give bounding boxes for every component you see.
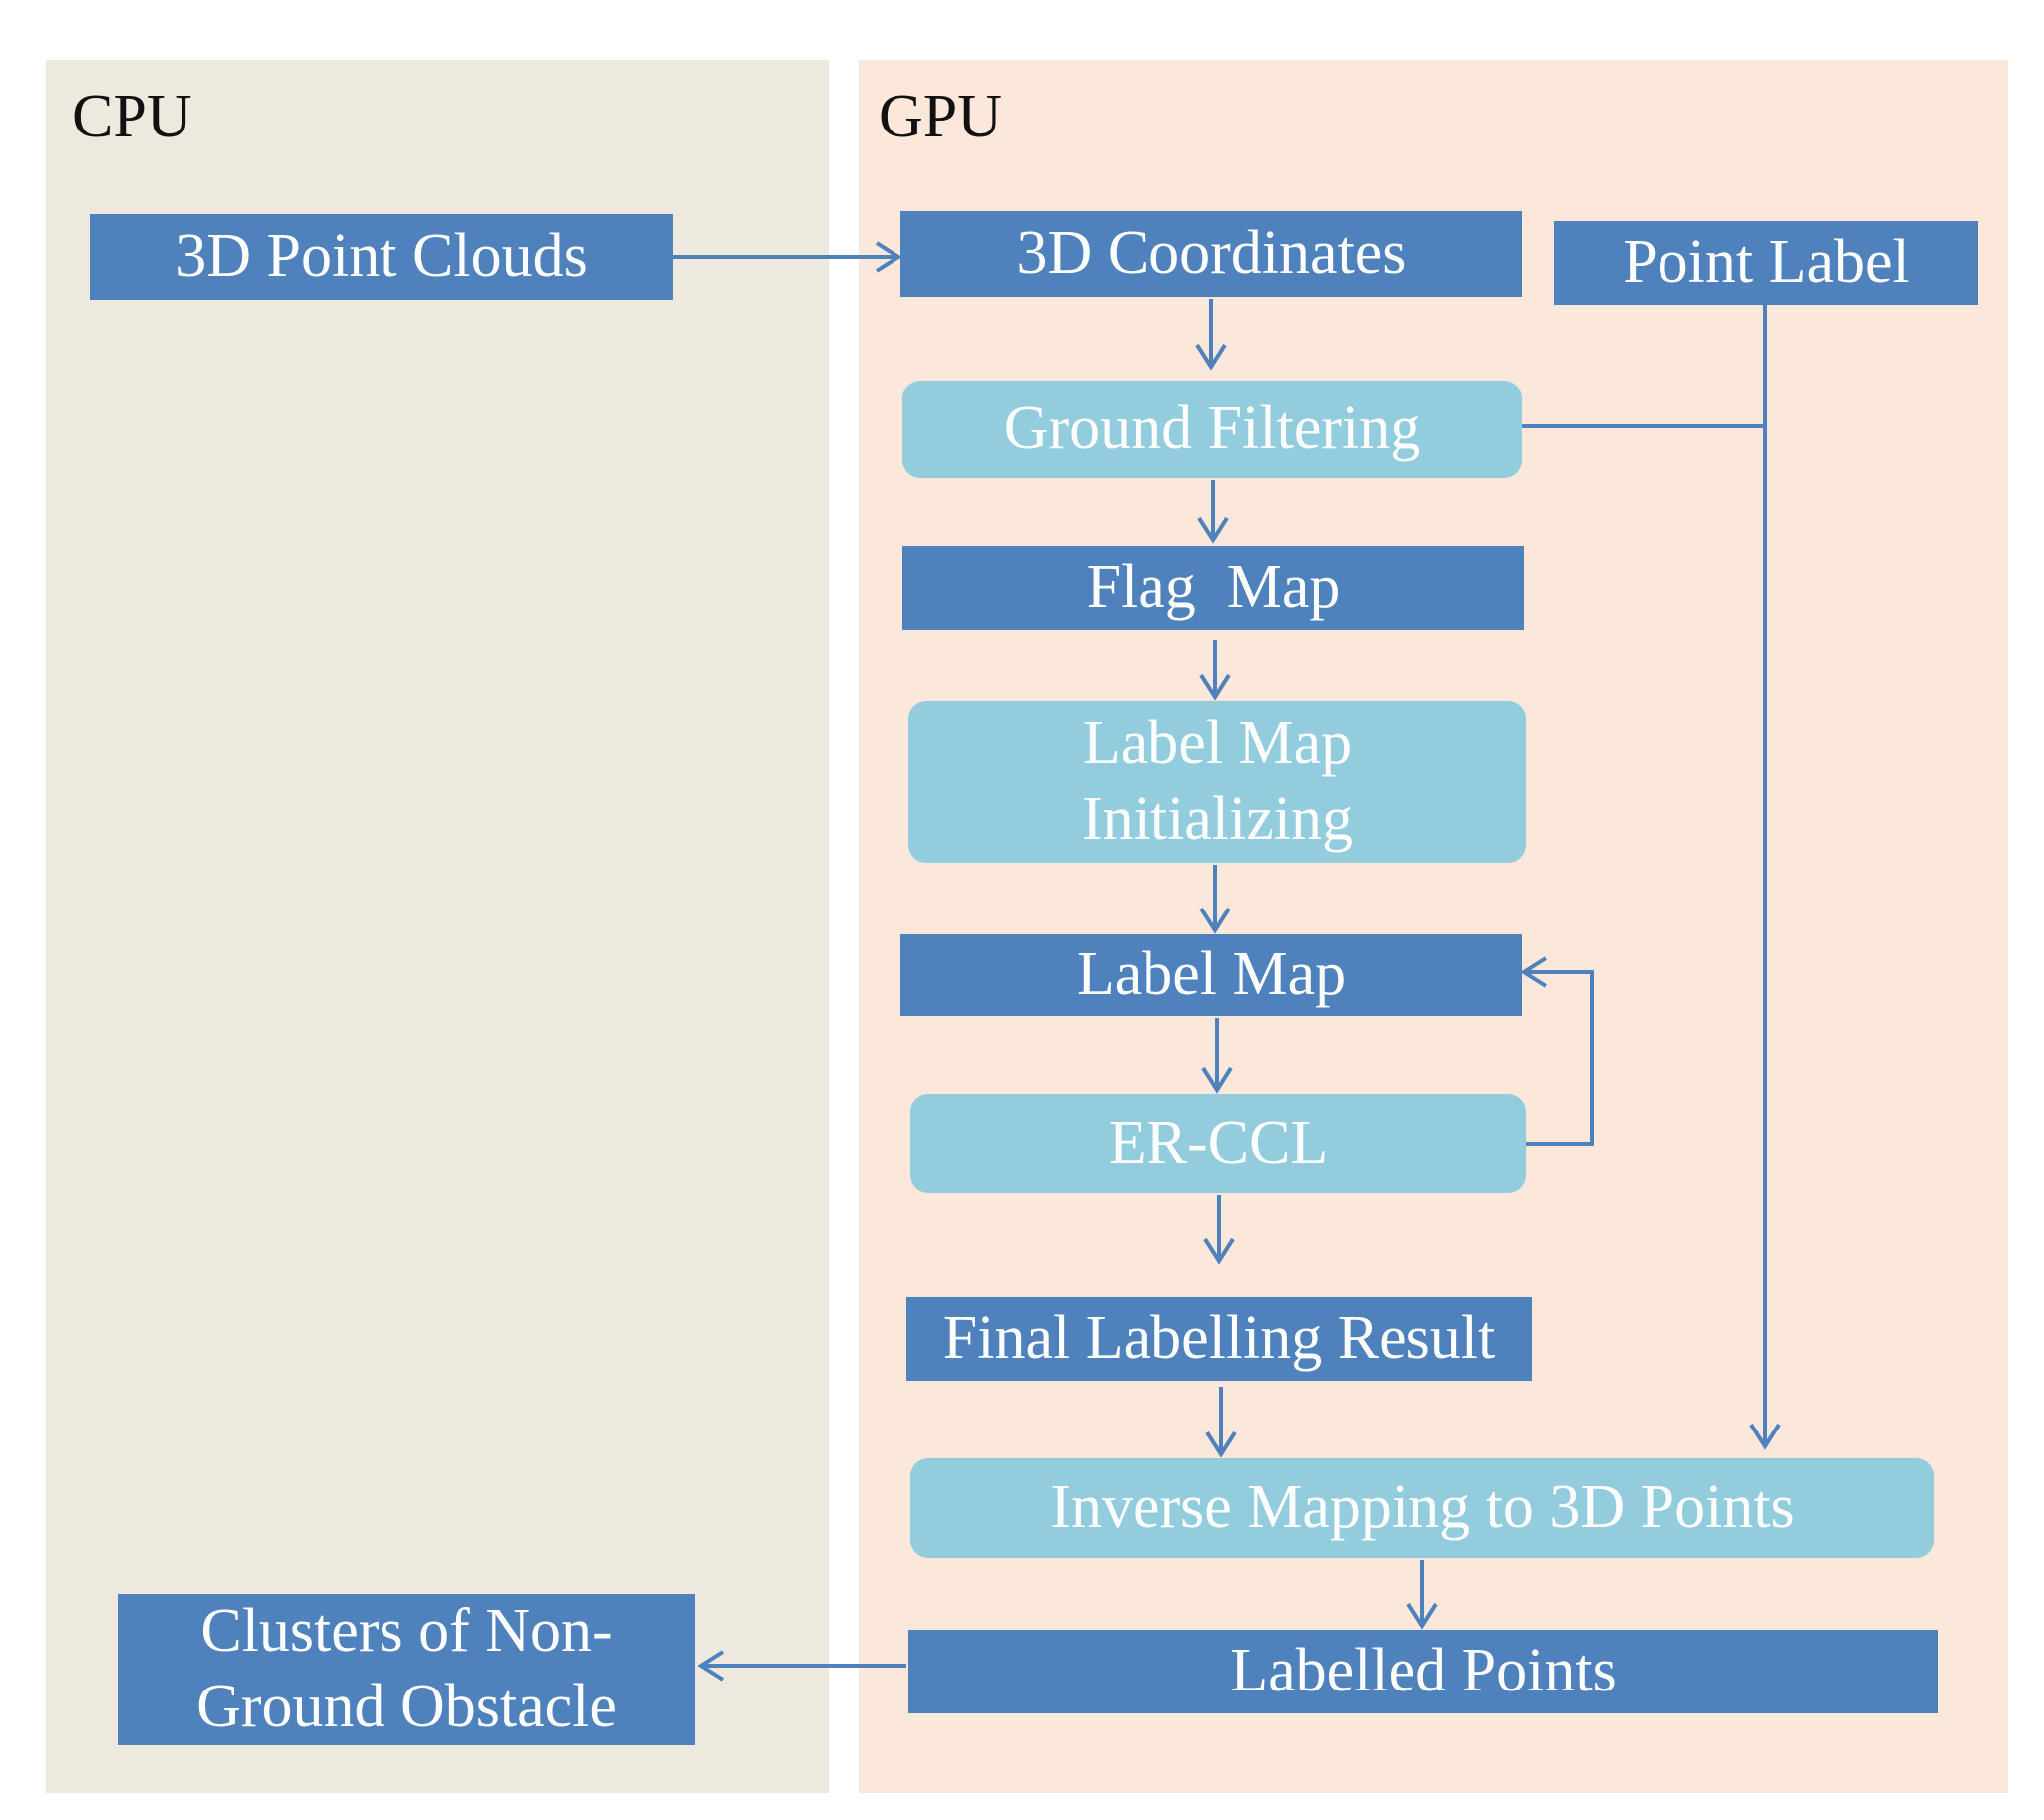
node-label: Inverse Mapping to 3D Points [1050, 1473, 1795, 1542]
node-label-map: Label Map [900, 934, 1522, 1016]
node-labelled-points: Labelled Points [908, 1630, 1938, 1713]
node-label-map-initializing: Label Map Initializing [908, 701, 1526, 863]
node-label: Final Labelling Result [942, 1304, 1496, 1373]
node-final-labelling-result: Final Labelling Result [906, 1297, 1532, 1381]
cpu-panel [46, 60, 829, 1793]
node-label: 3D Coordinates [1016, 219, 1406, 288]
node-label: Flag Map [1086, 553, 1341, 622]
node-label: ER-CCL [1108, 1109, 1329, 1177]
node-er-ccl: ER-CCL [910, 1094, 1526, 1193]
node-label-line-1: Clusters of Non- [200, 1597, 613, 1666]
cpu-panel-title: CPU [72, 83, 192, 150]
node-clusters-non-ground-obstacle: Clusters of Non- Ground Obstacle [118, 1594, 695, 1745]
node-point-label: Point Label [1554, 221, 1978, 305]
node-label: Ground Filtering [1003, 394, 1421, 463]
node-flag-map: Flag Map [902, 546, 1524, 630]
node-3d-coordinates: 3D Coordinates [900, 211, 1522, 297]
node-label: 3D Point Clouds [175, 222, 588, 291]
node-label-line-2: Ground Obstacle [196, 1673, 617, 1740]
node-label-line-2: Initializing [1081, 785, 1354, 853]
node-3d-point-clouds: 3D Point Clouds [90, 214, 673, 300]
gpu-panel-title: GPU [879, 83, 1003, 150]
node-label: Point Label [1623, 228, 1910, 297]
node-ground-filtering: Ground Filtering [902, 381, 1522, 478]
node-label: Label Map [1076, 940, 1347, 1009]
node-label-line-1: Label Map [1082, 709, 1353, 778]
node-inverse-mapping: Inverse Mapping to 3D Points [910, 1458, 1934, 1558]
node-label: Labelled Points [1230, 1637, 1617, 1705]
